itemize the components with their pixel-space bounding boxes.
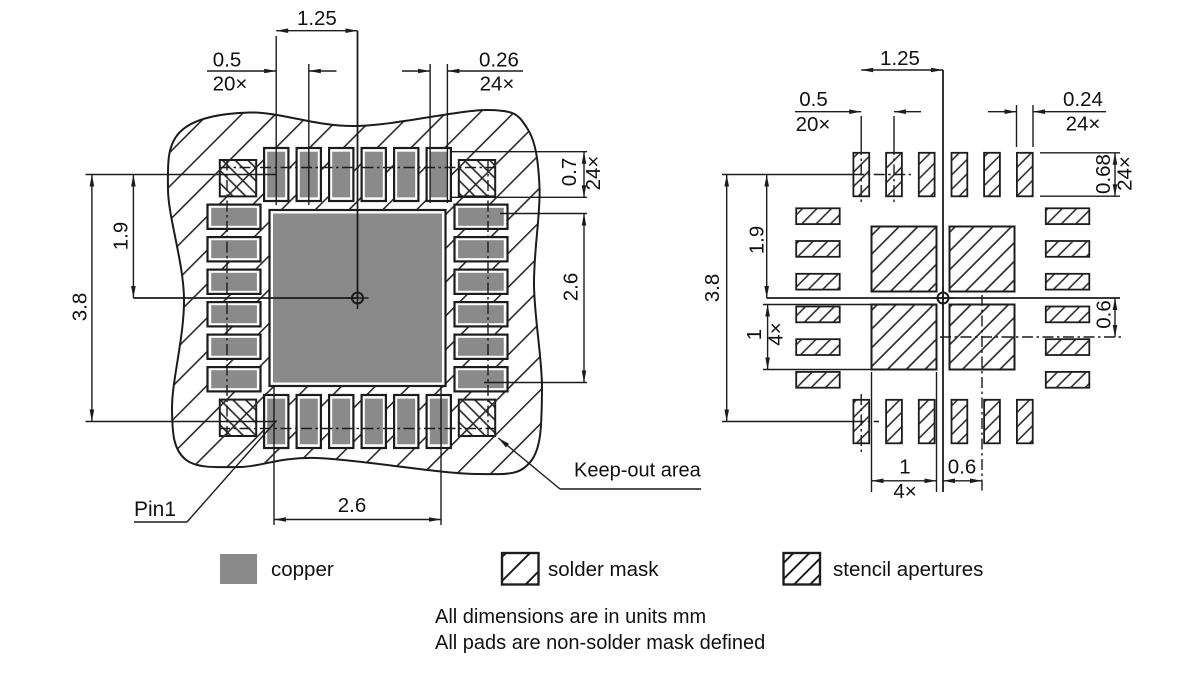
svg-text:2.6: 2.6 bbox=[338, 494, 367, 517]
svg-text:0.6: 0.6 bbox=[948, 456, 977, 479]
svg-text:1.25: 1.25 bbox=[880, 47, 920, 70]
svg-text:1.9: 1.9 bbox=[110, 222, 133, 251]
svg-text:0.24: 0.24 bbox=[1063, 88, 1103, 111]
svg-text:24×: 24× bbox=[582, 156, 605, 191]
svg-text:0.5: 0.5 bbox=[213, 49, 242, 72]
svg-text:24×: 24× bbox=[480, 73, 515, 96]
svg-text:4×: 4× bbox=[893, 480, 916, 503]
svg-text:copper: copper bbox=[271, 558, 334, 581]
svg-text:2.6: 2.6 bbox=[560, 273, 583, 302]
svg-text:1.9: 1.9 bbox=[746, 226, 769, 255]
svg-text:0.26: 0.26 bbox=[479, 49, 519, 72]
svg-text:All dimensions are in units mm: All dimensions are in units mm bbox=[435, 606, 706, 628]
svg-text:0.5: 0.5 bbox=[799, 88, 828, 111]
svg-text:4×: 4× bbox=[765, 322, 788, 345]
svg-text:0.6: 0.6 bbox=[1093, 300, 1116, 329]
svg-text:0.7: 0.7 bbox=[558, 158, 581, 187]
svg-text:1: 1 bbox=[743, 329, 766, 340]
svg-text:Keep-out area: Keep-out area bbox=[574, 460, 702, 482]
svg-text:24×: 24× bbox=[1066, 113, 1101, 136]
svg-text:24×: 24× bbox=[1114, 156, 1137, 191]
svg-text:1.25: 1.25 bbox=[297, 7, 337, 30]
svg-text:stencil apertures: stencil apertures bbox=[833, 558, 983, 581]
svg-text:solder mask: solder mask bbox=[548, 558, 659, 581]
svg-text:Pin1: Pin1 bbox=[134, 498, 176, 521]
svg-text:20×: 20× bbox=[213, 73, 248, 96]
svg-text:All pads are non-solder mask d: All pads are non-solder mask defined bbox=[435, 632, 765, 654]
svg-text:3.8: 3.8 bbox=[69, 293, 92, 322]
svg-text:20×: 20× bbox=[796, 113, 831, 136]
svg-text:1: 1 bbox=[899, 456, 910, 479]
svg-text:0.68: 0.68 bbox=[1092, 154, 1115, 194]
svg-text:3.8: 3.8 bbox=[701, 274, 724, 303]
